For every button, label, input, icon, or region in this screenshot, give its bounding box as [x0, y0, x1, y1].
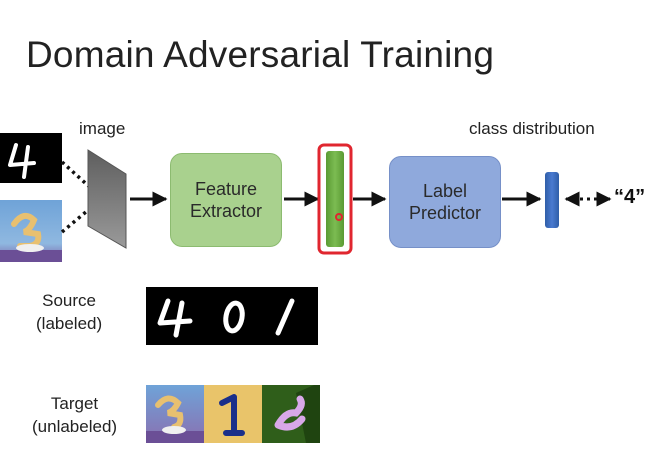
target-label-line2: (unlabeled)	[32, 416, 118, 436]
input-digit-image	[0, 133, 62, 183]
feature-extractor-line1: Feature	[194, 178, 258, 199]
feature-vector	[326, 151, 344, 247]
image-plane	[87, 149, 127, 249]
source-digit-strip	[146, 287, 318, 345]
class-vector	[545, 172, 559, 228]
source-label: Source (labeled)	[36, 290, 102, 336]
source-label-line2: (labeled)	[36, 313, 103, 333]
image-label: image	[79, 119, 126, 138]
label-predictor-line2: Predictor	[408, 203, 482, 223]
source-label-line1: Source	[42, 291, 97, 310]
target-label: Target (unlabeled)	[32, 393, 117, 439]
class-distribution-label: class distribution	[469, 119, 595, 138]
feature-extractor-line2: Extractor	[189, 201, 263, 221]
target-image-strip	[146, 385, 320, 443]
feature-highlight-box	[317, 143, 353, 255]
input-target-image	[0, 200, 62, 262]
label-predictor-line1: Label	[422, 180, 468, 201]
label-predictor-box: Label Predictor	[389, 156, 501, 248]
output-label: “4”	[614, 186, 646, 208]
target-label-line1: Target	[50, 394, 99, 413]
slide-title: Domain Adversarial Training	[26, 34, 495, 75]
feature-point-marker	[335, 213, 343, 221]
feature-extractor-box: Feature Extractor	[170, 153, 282, 247]
